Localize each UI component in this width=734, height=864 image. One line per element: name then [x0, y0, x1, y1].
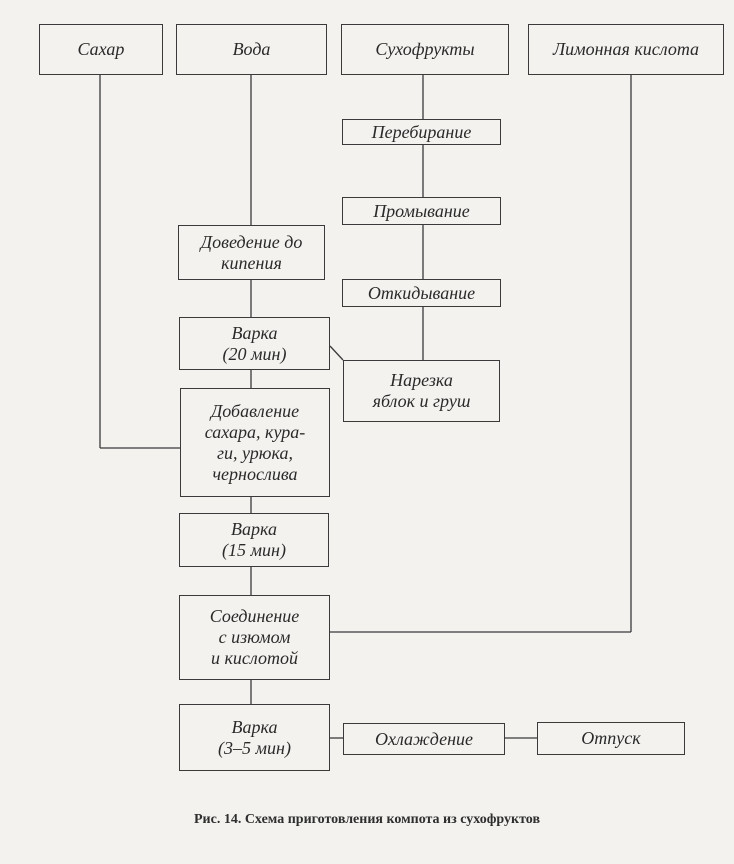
node-adding-sugar: Добавление сахара, кура- ги, урюка, черн… [180, 388, 330, 497]
node-dried-fruits: Сухофрукты [341, 24, 509, 75]
figure-caption: Рис. 14. Схема приготовления компота из … [193, 812, 540, 827]
node-serving: Отпуск [537, 722, 685, 755]
node-boiling-20: Варка (20 мин) [179, 317, 330, 370]
node-boiling-3-5: Варка (3–5 мин) [179, 704, 330, 771]
connector-cutting-to-cook20 [329, 345, 344, 361]
node-draining: Откидывание [342, 279, 501, 307]
node-water: Вода [176, 24, 327, 75]
node-boiling-15: Варка (15 мин) [179, 513, 329, 567]
node-combining: Соединение с изюмом и кислотой [179, 595, 330, 680]
node-sorting: Перебирание [342, 119, 501, 145]
node-sugar: Сахар [39, 24, 163, 75]
node-cutting: Нарезка яблок и груш [343, 360, 500, 422]
node-citric-acid: Лимонная кислота [528, 24, 724, 75]
node-bringing-to-boil: Доведение до кипения [178, 225, 325, 280]
node-cooling: Охлаждение [343, 723, 505, 755]
node-washing: Промывание [342, 197, 501, 225]
